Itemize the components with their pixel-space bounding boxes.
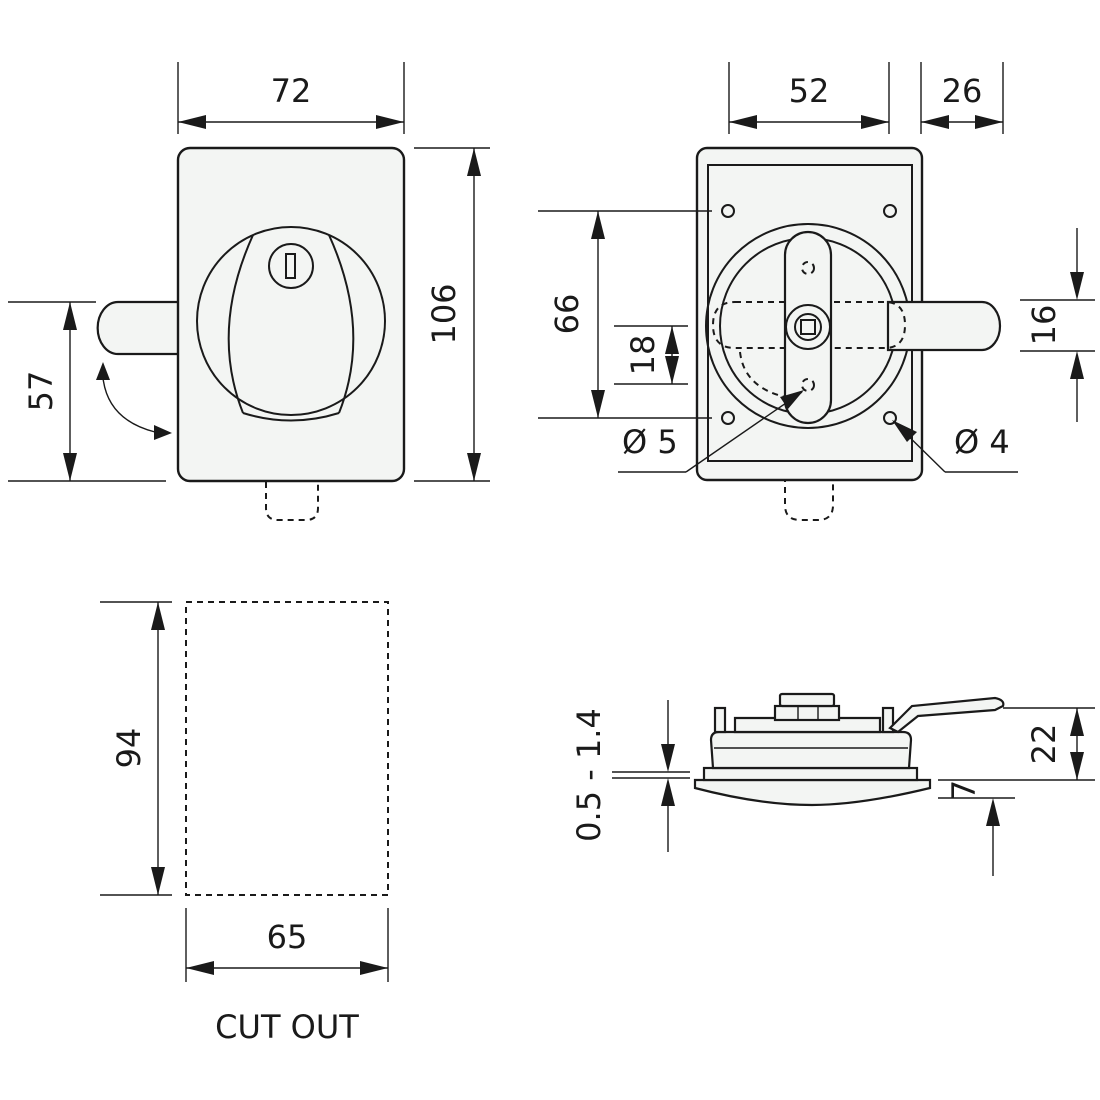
- dim-72-arrow-right: [376, 115, 404, 129]
- back-cam-bottom-hole: [801, 378, 815, 392]
- back-hole-bottom-left: [721, 411, 735, 425]
- dim-106-arrow-top: [467, 148, 481, 176]
- dia-5-label: Ø 5: [622, 423, 678, 461]
- dim-18-label: 18: [624, 335, 662, 376]
- dim-thk-arrow-bottom: [661, 778, 675, 806]
- side-housing: [709, 730, 913, 770]
- dim-94-label: 94: [110, 728, 148, 769]
- back-view: 52 26 66 18 16 Ø 5: [538, 62, 1095, 521]
- dim-thk-label: 0.5 - 1.4: [570, 708, 608, 842]
- front-key-cylinder: [268, 243, 314, 289]
- side-lever: [888, 696, 1005, 734]
- dim-18-arrow-top: [665, 326, 679, 354]
- dim-65-label: 65: [267, 918, 308, 956]
- back-lever: [886, 300, 1002, 352]
- dim-16-arrow-top: [1070, 272, 1084, 300]
- back-cam-top-hole: [801, 261, 815, 275]
- dim-106-label: 106: [425, 283, 463, 344]
- back-hole-top-left: [721, 204, 735, 218]
- dim-72-arrow-left: [178, 115, 206, 129]
- dim-26-arrow-right: [975, 115, 1003, 129]
- dia-4-arrow: [892, 420, 917, 442]
- back-spindle-outer: [785, 304, 831, 350]
- side-spindle-cap: [778, 692, 836, 708]
- dim-16-arrow-bottom: [1070, 351, 1084, 379]
- side-view: 0.5 - 1.4 22 7: [570, 692, 1095, 876]
- dim-57-arrow-bottom: [63, 453, 77, 481]
- rotation-arrow: [102, 377, 156, 433]
- front-body: [176, 146, 406, 483]
- dim-65-arrow-left: [186, 961, 214, 975]
- front-knob-grip-left: [227, 234, 254, 414]
- cutout-rect: [185, 601, 389, 896]
- dim-106-arrow-bottom: [467, 453, 481, 481]
- side-front-cap: [693, 778, 932, 807]
- dim-66-arrow-bottom: [591, 390, 605, 418]
- dim-22-arrow-top: [1070, 708, 1084, 736]
- side-post-left: [713, 706, 727, 734]
- front-knob-grip-right: [328, 234, 355, 414]
- dia-4-label: Ø 4: [954, 423, 1010, 461]
- dim-52-label: 52: [789, 72, 830, 110]
- front-knob: [196, 226, 386, 416]
- dim-57-arrow-top: [63, 302, 77, 330]
- dim-66-label: 66: [548, 294, 586, 335]
- dim-7-arrow: [986, 798, 1000, 826]
- back-hidden-bolt: [784, 465, 834, 521]
- dim-16-label: 16: [1025, 305, 1063, 346]
- dia-5-arrow: [780, 390, 804, 409]
- back-hole-top-right: [883, 204, 897, 218]
- rotation-arrow-head-top: [96, 362, 110, 380]
- side-post-right: [881, 706, 895, 734]
- front-key-slot: [285, 253, 296, 279]
- dim-52-arrow-left: [729, 115, 757, 129]
- dim-65-arrow-right: [360, 961, 388, 975]
- dim-94-arrow-top: [151, 602, 165, 630]
- dia-5-leader-diag: [685, 391, 803, 473]
- front-knob-grip-bottom: [242, 412, 340, 422]
- front-handle: [96, 300, 178, 356]
- front-view: 72 106 57: [8, 62, 490, 521]
- dim-26-arrow-left: [921, 115, 949, 129]
- dim-26-label: 26: [942, 72, 983, 110]
- rotation-arrow-head-end: [154, 425, 172, 440]
- cutout-caption: CUT OUT: [215, 1008, 359, 1046]
- back-hole-bottom-right: [883, 411, 897, 425]
- side-spindle: [773, 704, 841, 722]
- dim-66-arrow-top: [591, 211, 605, 239]
- dim-94-arrow-bottom: [151, 867, 165, 895]
- front-hidden-bolt: [265, 482, 319, 521]
- back-spindle-square: [800, 319, 816, 335]
- dim-7-label: 7: [945, 780, 983, 800]
- dim-18-arrow-bottom: [665, 356, 679, 384]
- side-flange: [702, 766, 919, 782]
- dim-thk-arrow-top: [661, 744, 675, 772]
- dim-22-arrow-bottom: [1070, 752, 1084, 780]
- dim-72-label: 72: [271, 72, 312, 110]
- cutout-view: 94 65 CUT OUT: [100, 601, 389, 1046]
- side-cover: [733, 716, 882, 734]
- dim-22-label: 22: [1025, 724, 1063, 765]
- back-cam: [783, 230, 833, 425]
- dim-57-label: 57: [22, 371, 60, 412]
- back-hidden-lever: [711, 301, 907, 349]
- back-spindle-inner: [794, 313, 822, 341]
- dim-52-arrow-right: [861, 115, 889, 129]
